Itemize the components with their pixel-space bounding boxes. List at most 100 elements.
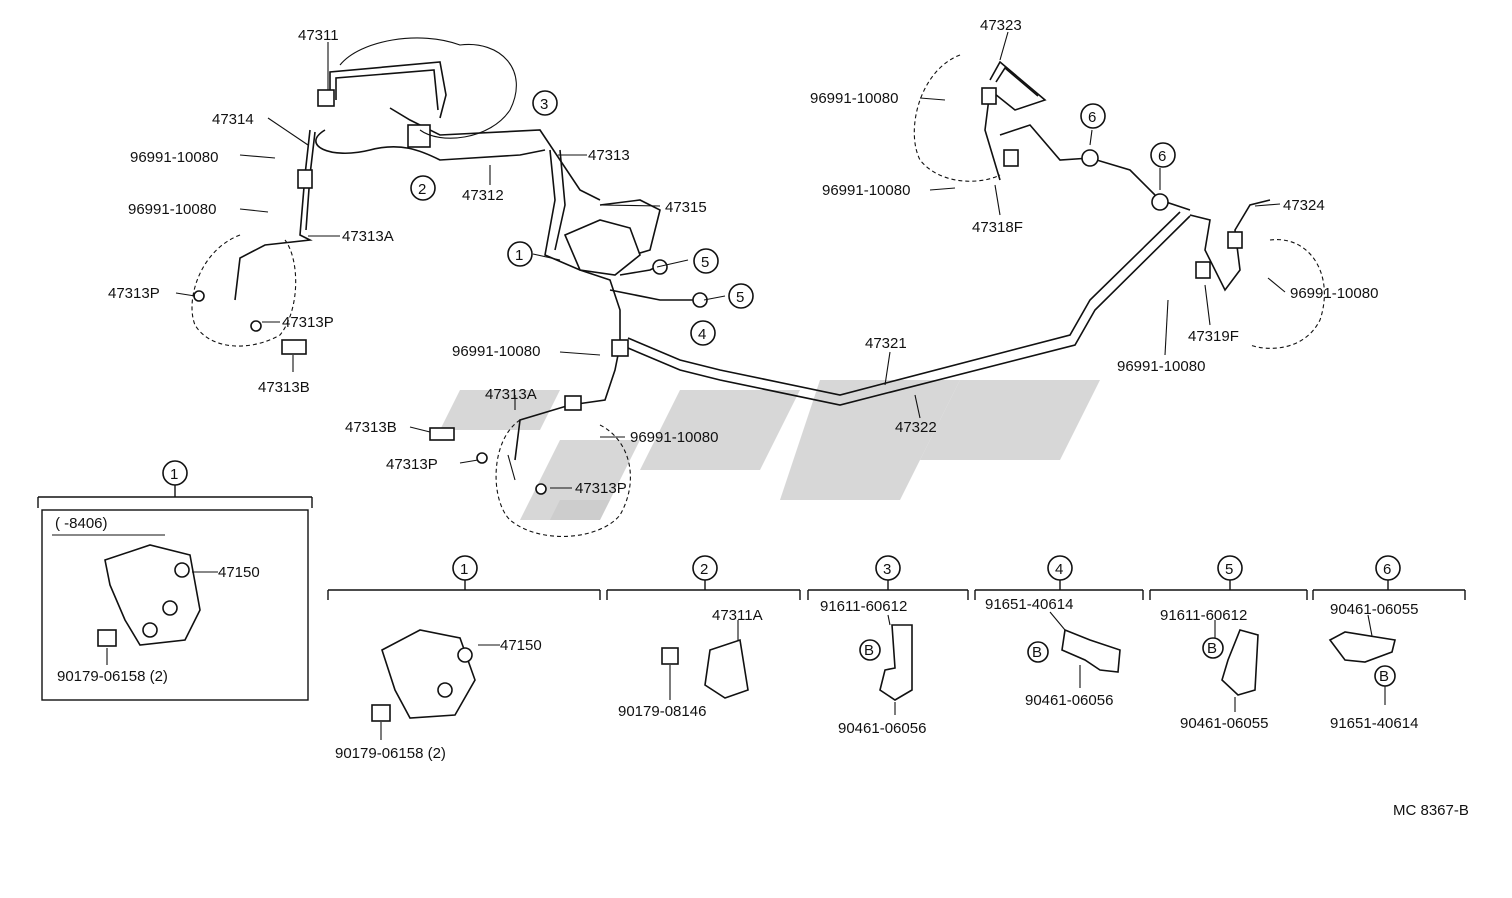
label-47313B-left: 47313B (258, 379, 310, 396)
gasket-mid-1 (476, 452, 488, 464)
panel-1-label-2: 90179-06158 (2) (335, 745, 446, 762)
label-47311: 47311 (298, 27, 339, 44)
label-47314: 47314 (212, 111, 254, 128)
inset-valve-label: 47150 (218, 564, 260, 581)
callout-2-main: 2 (410, 175, 436, 201)
diagram-code: MC 8367-B (1393, 802, 1469, 819)
svg-text:6: 6 (1088, 109, 1096, 126)
main-callouts: 3 2 1 5 5 4 6 6 (410, 90, 1176, 346)
label-47315: 47315 (665, 199, 707, 216)
panel-2-nut (661, 647, 679, 665)
leader-lines (175, 31, 1286, 489)
label-47313A-mid: 47313A (485, 386, 537, 403)
callout-6b-main: 6 (1150, 142, 1176, 168)
clamp-ball-6a (1081, 149, 1099, 167)
panel-1-callout: 1 (460, 561, 468, 578)
label-47313A-left: 47313A (342, 228, 394, 245)
detail-panel-1: 1 47150 90179-06158 (2) (327, 555, 601, 762)
gasket-mid-2 (535, 483, 547, 495)
hose-joint-mid (564, 395, 582, 411)
union-fitting-left (317, 89, 335, 107)
inset-date-range: ( -8406) (55, 515, 108, 532)
center-valve-group (429, 149, 708, 537)
label-47323: 47323 (980, 17, 1022, 34)
front-left-brake-group (191, 37, 601, 355)
panel-5-callout: 5 (1225, 561, 1233, 578)
detail-panel-4: 4 B 91651-40614 90461-06056 (974, 555, 1144, 709)
panel-3-label-2: 90461-06056 (838, 720, 926, 737)
panel-5-bolt-letter: B (1207, 640, 1217, 657)
left-brake-drum-outline (191, 234, 297, 347)
panel-2-label-2: 90179-08146 (618, 703, 706, 720)
panel-4-label-2: 90461-06056 (1025, 692, 1113, 709)
panel-3-label-1: 91611-60612 (820, 598, 907, 615)
label-47313P-l2: 47313P (282, 314, 334, 331)
detail-panel-5: 5 B 91611-60612 90461-06055 (1149, 555, 1308, 732)
callout-1-main: 1 (507, 241, 533, 267)
rear-right-fitting-1 (1227, 231, 1243, 249)
label-47321: 47321 (865, 335, 907, 352)
panel-3-bolt-letter: B (864, 642, 874, 659)
callout-6a-main: 6 (1080, 103, 1106, 129)
label-47319F: 47319F (1188, 328, 1239, 345)
rear-left-fitting-1 (981, 87, 997, 105)
panel-1-label-1: 47150 (500, 637, 542, 654)
panel-2-label-1: 47311A (712, 607, 763, 624)
three-way-joint-left (407, 124, 431, 148)
panel-6-label-2: 91651-40614 (1330, 715, 1418, 732)
rear-right-brake-group (1189, 199, 1325, 349)
panel-6-clamp (1328, 631, 1396, 663)
clamp-ball-5a (652, 259, 668, 275)
flex-hose-fitting-left (297, 169, 313, 189)
panel-4-bolt-letter: B (1032, 644, 1042, 661)
label-47313P-m1: 47313P (386, 456, 438, 473)
panel-4-label-1: 91651-40614 (985, 596, 1073, 613)
watermark-logo (440, 380, 1100, 520)
label-96991-f: 96991-10080 (822, 182, 910, 199)
rear-left-fitting-2 (1003, 149, 1019, 167)
callout-3-main: 3 (532, 90, 558, 116)
banjo-bolt-mid (429, 427, 455, 441)
panel-5-label-2: 90461-06055 (1180, 715, 1268, 732)
label-47313B-mid: 47313B (345, 419, 397, 436)
panel-6-callout: 6 (1383, 561, 1391, 578)
label-96991-a: 96991-10080 (130, 149, 218, 166)
proportioning-valve (563, 219, 641, 276)
panel-1-nut (371, 704, 391, 722)
callout-4-main: 4 (690, 320, 716, 346)
clamp-ball-6b (1151, 193, 1169, 211)
gasket-left-2 (250, 320, 262, 332)
panel-4-clamp (1061, 628, 1121, 673)
panel-4-bolt-mark (1027, 641, 1049, 663)
pipe-47321 (627, 211, 1181, 396)
label-47313P-l1: 47313P (108, 285, 160, 302)
panel-3-bolt-mark (859, 639, 881, 661)
panel-5-clamp (1221, 629, 1259, 696)
master-cylinder-outline (339, 37, 517, 139)
callout-5b-main: 5 (728, 283, 754, 309)
pipe-47322 (627, 215, 1191, 406)
svg-text:2: 2 (418, 181, 426, 198)
rear-left-drum-outline (913, 54, 1001, 182)
callout-5a-main: 5 (693, 248, 719, 274)
inset-nut-label: 90179-06158 (2) (57, 668, 168, 685)
rear-left-brake-group (913, 54, 1047, 182)
inset-nut (97, 629, 117, 647)
inset-valve-early: 1 ( -8406) 47150 90179-06158 (2) (37, 460, 313, 701)
inset-frame (41, 509, 309, 701)
label-47324: 47324 (1283, 197, 1325, 214)
gasket-left-1 (193, 290, 205, 302)
detail-panel-6: 6 B 90461-06055 91651-40614 (1312, 555, 1466, 732)
panel-5-bolt-mark (1202, 637, 1224, 659)
panel-5-label-1: 91611-60612 (1160, 607, 1247, 624)
svg-text:6: 6 (1158, 148, 1166, 165)
rear-main-pipes (627, 124, 1191, 406)
label-47318F: 47318F (972, 219, 1023, 236)
label-96991-b: 96991-10080 (128, 201, 216, 218)
front-right-brake-outline (495, 419, 631, 537)
clamp-ball-5b (692, 292, 708, 308)
label-47313P-m2: 47313P (575, 480, 627, 497)
detail-panel-2: 2 47311A 90179-08146 (606, 555, 801, 720)
label-96991-h: 96991-10080 (1117, 358, 1205, 375)
label-96991-c: 96991-10080 (452, 343, 540, 360)
